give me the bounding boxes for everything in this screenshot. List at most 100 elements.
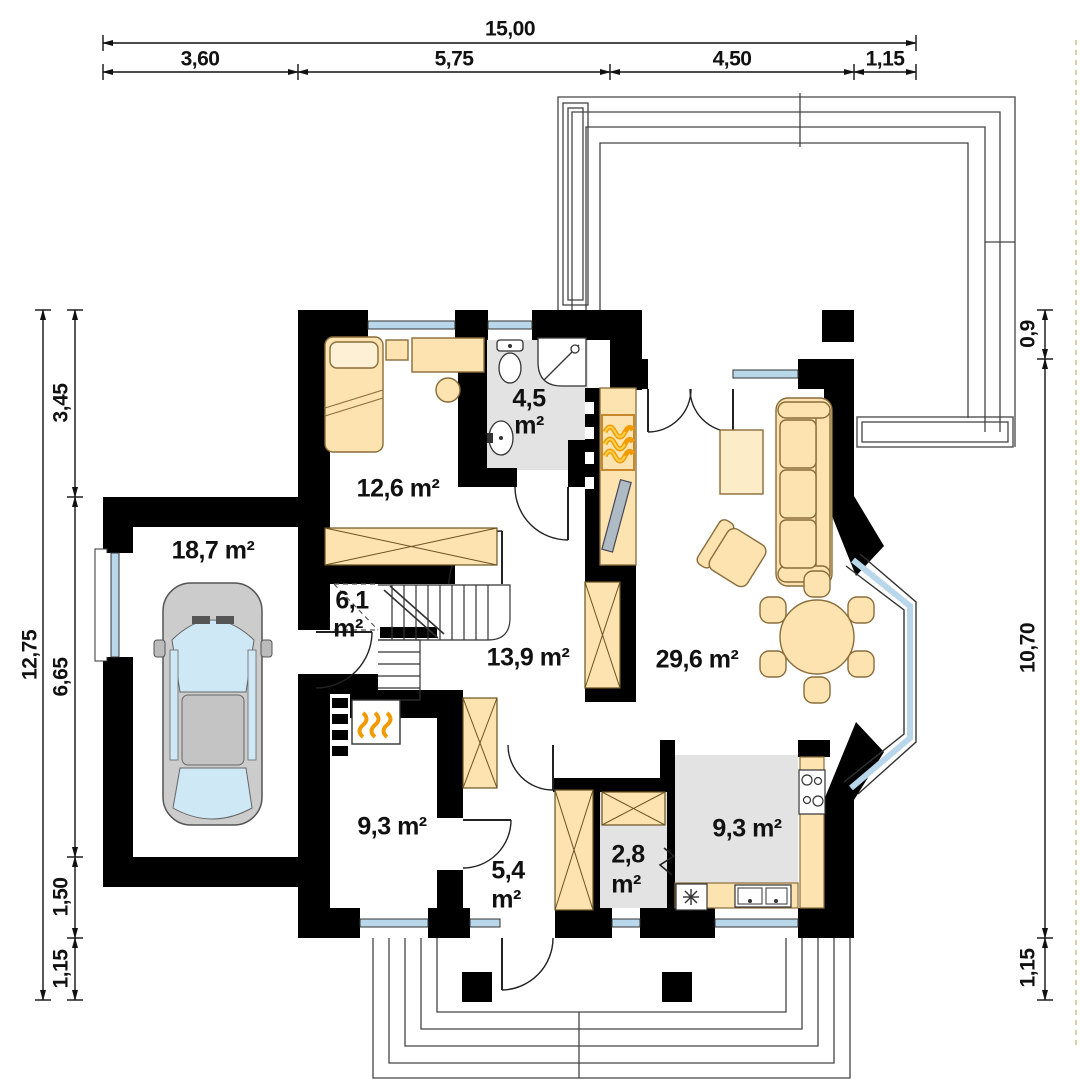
pantry-area-label: 2,8 [611,840,645,869]
hall-small-area-label: 6,1 [335,586,369,615]
bay-wedge-bottom [824,722,884,800]
stair-landing-edge [380,627,437,638]
stair-break-line [383,589,439,639]
wardrobe-icon [324,527,498,566]
bay-wedge-top [824,496,884,576]
dim-top-1: 3,60 [180,47,220,71]
porch-column [462,972,492,1002]
car-roof [181,694,245,766]
utility-wall-right [437,690,463,818]
living-furniture [696,397,875,704]
garage-wall-bottom [103,857,330,887]
flame-icon [602,424,636,464]
wall-connector [610,310,642,390]
pantry-wall-right [667,778,675,913]
wardrobe-icon [462,697,498,789]
garage-wall-top [103,497,330,527]
bathroom-window [487,310,533,340]
porch-steps [372,938,851,1079]
sofa-icon [775,397,833,587]
dim-left-4: 1,15 [49,949,73,989]
pantry-wall-top [553,778,675,792]
dining-chair-icon [759,570,875,704]
entry-hall-door [507,744,554,791]
car-mirror [260,639,273,658]
desk-icon [411,337,485,373]
dim-left-total: 12,75 [18,629,42,681]
terrace-pillar [822,310,854,342]
dim-top-2: 5,75 [434,47,474,71]
car-windshield [171,619,255,693]
entry-side-window [469,908,501,938]
living-area-label: 29,6 m² [655,645,739,674]
wardrobe-icon [601,791,666,826]
sink-icon [734,884,792,908]
doors [315,388,734,991]
dim-left-2: 6,65 [49,657,73,697]
fireplace-column [584,387,637,689]
pantry-opening-break [658,847,676,876]
car-mirror [153,639,166,658]
terrace-planter [562,102,589,306]
utility-door [462,819,512,869]
bedroom-window [367,310,456,340]
pantry-unit-label: m² [611,870,641,899]
garage-area-label: 18,7 m² [171,536,255,565]
car-rear-window [172,767,253,820]
car-icon [153,582,273,826]
dimension-lines [35,35,1053,1001]
entry-unit-label: m² [491,885,521,914]
stove-icon [798,769,826,815]
bathroom-unit-label: m² [514,411,544,440]
hall-small-unit-label: m² [333,614,363,643]
hall-area-label: 13,9 m² [486,643,570,672]
utility-area-label: 9,3 m² [357,812,427,841]
windows [94,310,799,938]
terrace [557,93,1016,448]
coffee-table-icon [719,429,764,495]
bathroom-fixtures [487,337,587,456]
utility-furniture [351,697,666,911]
dim-right-1: 0,9 [1016,320,1040,348]
shower-icon [537,337,587,387]
kitchen-area-label: 9,3 m² [712,814,782,843]
garage-wall-left [103,497,133,553]
dim-top-3: 4,50 [712,47,752,71]
dining-table-icon [779,599,855,675]
armchair-icon [696,519,767,588]
dim-left-3: 1,50 [49,877,73,917]
chimney-wall [585,388,600,565]
bedroom-wall-bottom [300,565,455,584]
wall-top-living [798,359,854,389]
bathroom-wall-bottom [458,468,517,487]
bedroom-furniture [324,336,498,566]
living-window [732,359,799,389]
dim-top-total: 15,00 [484,17,536,41]
garage-door [315,631,373,689]
wardrobe-icon [584,581,621,689]
kitchen-fixtures [674,756,826,911]
kitchen-wall-left [660,740,675,792]
terrace-planter [856,416,1014,448]
porch-column [662,972,692,1002]
bathroom-area-label: 4,5 [512,384,546,413]
walls [103,310,884,938]
garage-window [94,548,133,662]
pantry-wall-left [593,792,600,913]
kitchen-floor [675,755,798,883]
flame-icon [357,711,393,739]
kitchen-window [714,908,799,938]
wardrobe-icon [554,789,594,911]
front-door [501,937,554,991]
dim-right-3: 1,15 [1016,948,1040,988]
tv-icon [601,478,632,553]
bedroom-area-label: 12,6 m² [356,474,440,503]
bathroom-door [514,486,569,541]
dim-right-2: 10,70 [1016,622,1040,674]
pantry-window [611,908,641,938]
dim-top-4: 1,15 [865,47,905,71]
toilet-icon [496,339,524,384]
dim-left-1: 3,45 [49,383,73,423]
